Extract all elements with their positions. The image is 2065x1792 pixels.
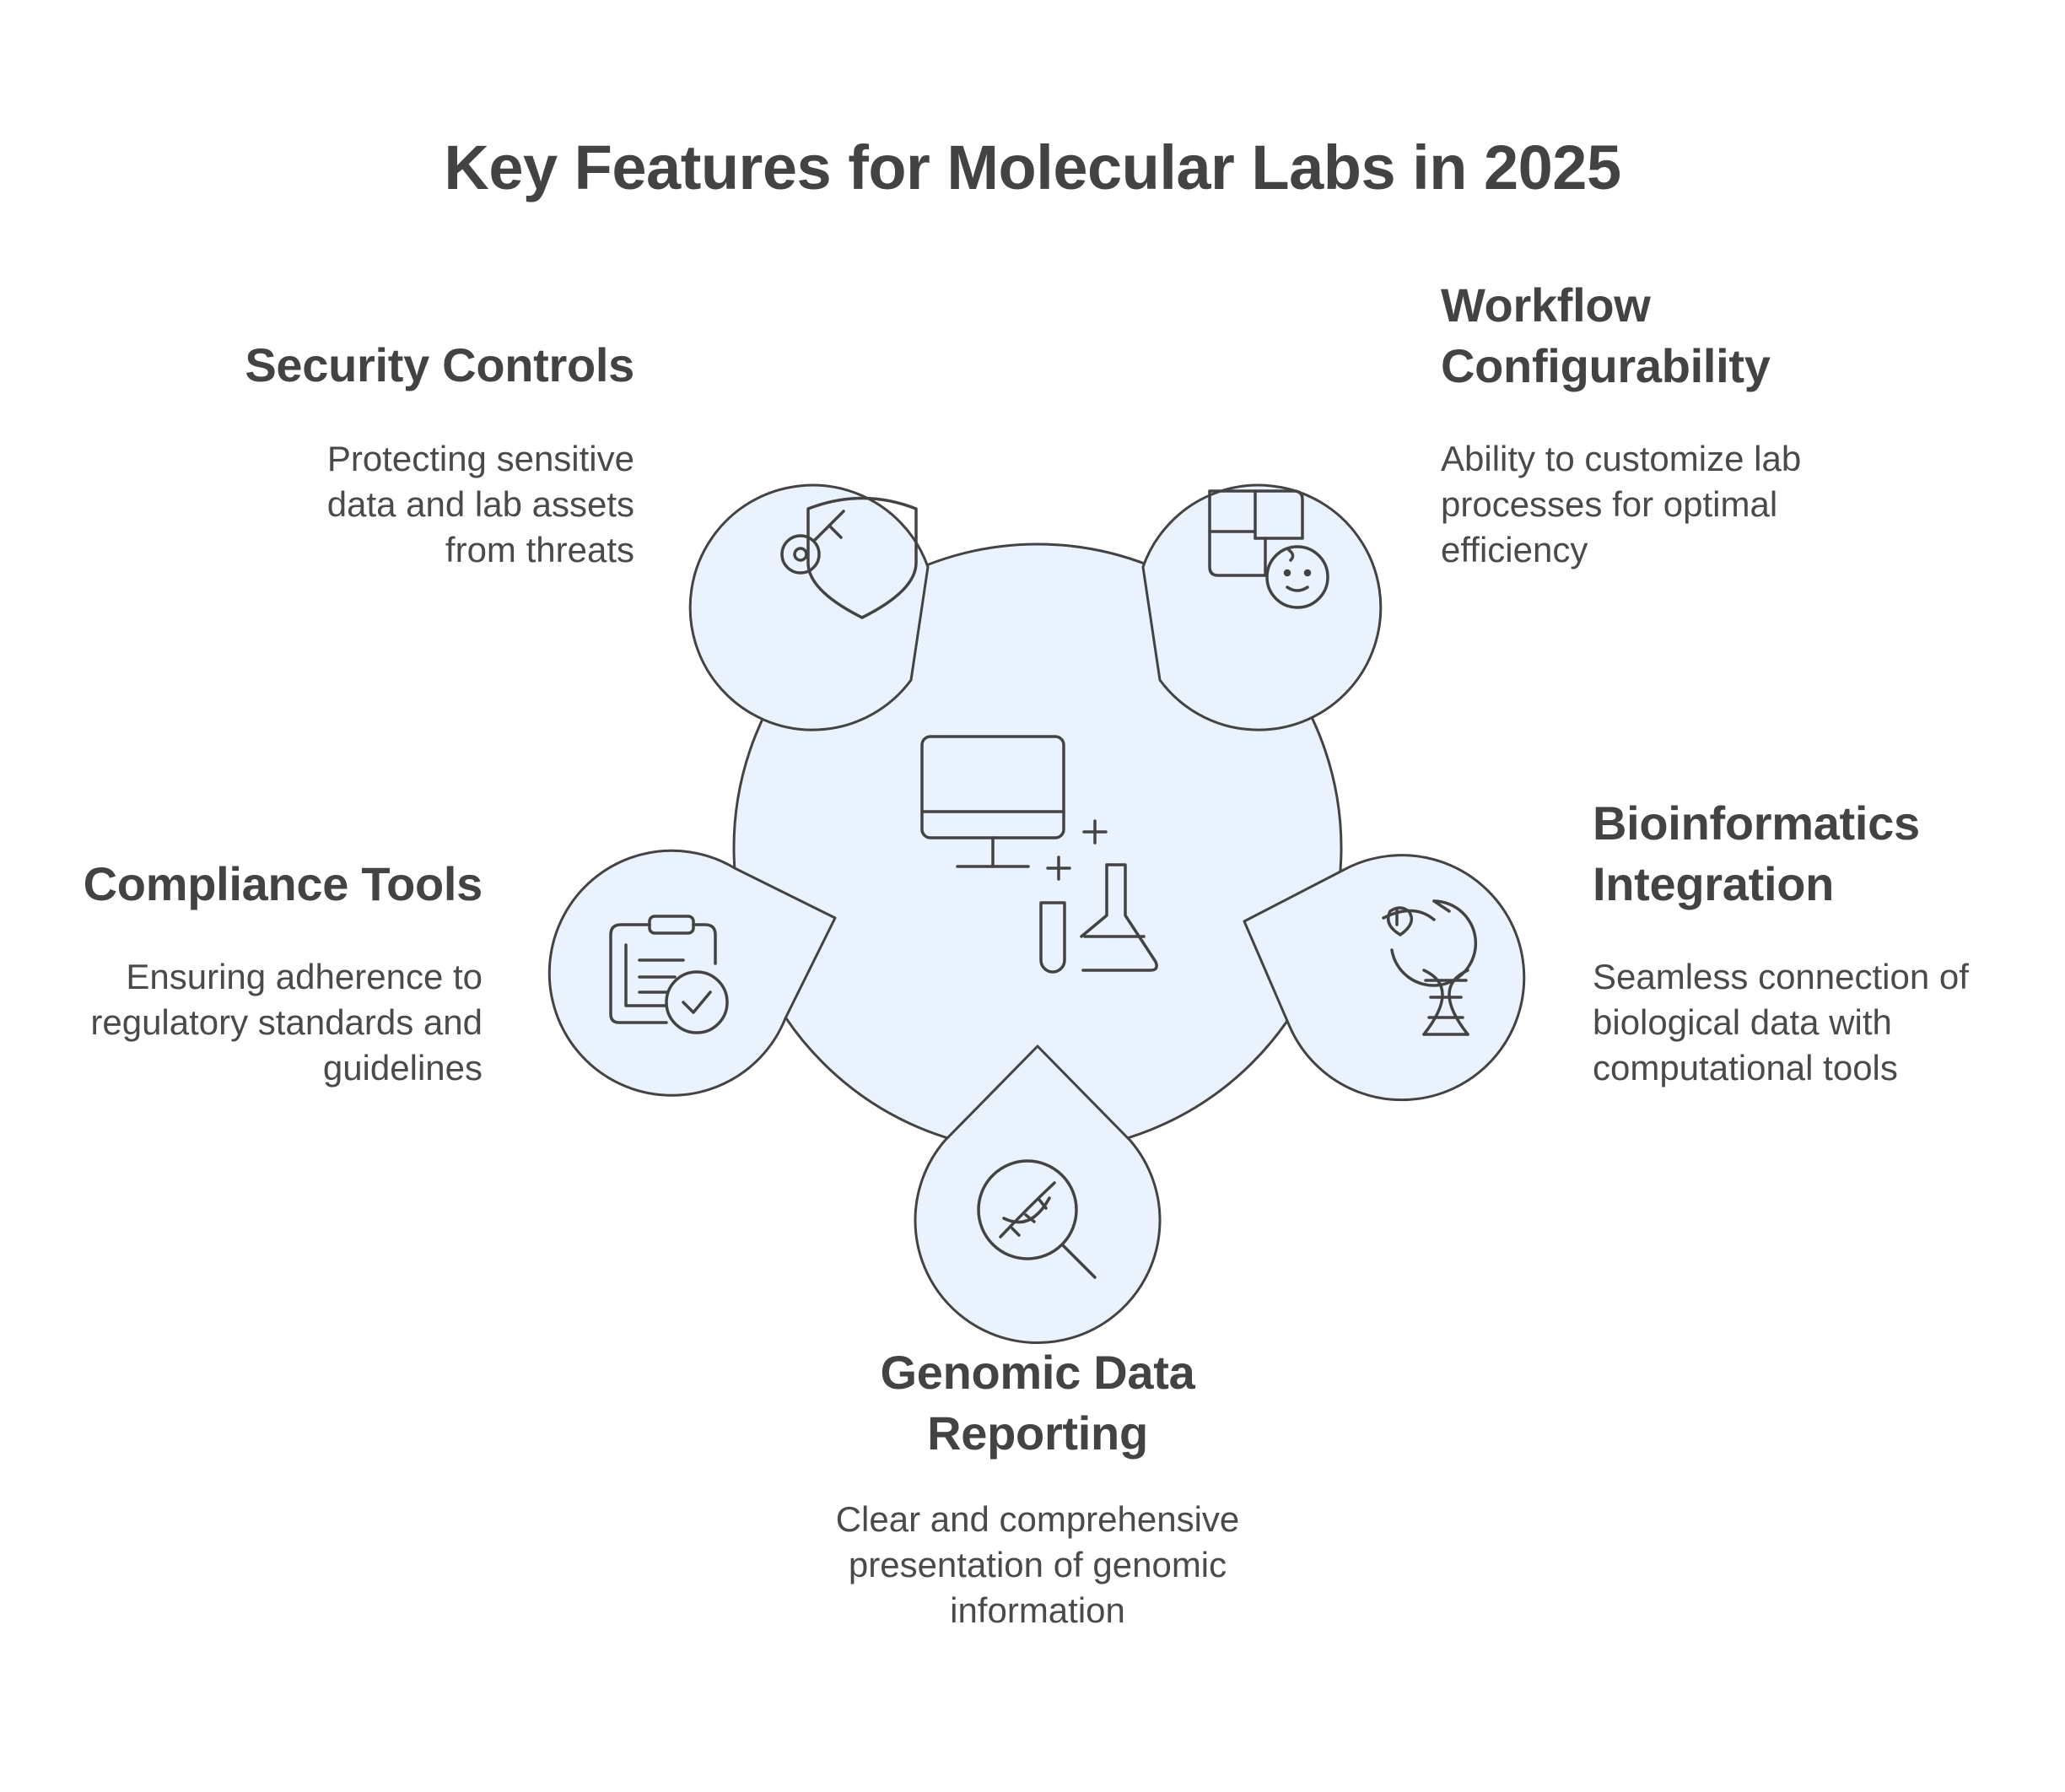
page-title: Key Features for Molecular Labs in 2025 xyxy=(444,132,1621,202)
computer-lab-flask-icon xyxy=(920,735,1158,974)
workflow-heading: Workflow Configurability xyxy=(1441,278,1771,392)
compliance-heading: Compliance Tools xyxy=(83,857,483,910)
puzzle-person-icon xyxy=(1208,489,1329,609)
security-heading: Security Controls xyxy=(245,338,634,391)
bioinformatics-heading: Bioinformatics Integration xyxy=(1593,796,1920,910)
clipboard-check-icon xyxy=(609,915,729,1034)
bioinformatics-node xyxy=(1243,854,1526,1102)
security-description: Protecting sensitive data and lab assets… xyxy=(326,439,634,569)
genomic-node xyxy=(914,1044,1162,1344)
shield-key-icon xyxy=(780,496,918,619)
dna-leaf-cycle-icon xyxy=(1382,899,1478,1036)
genomic-description: Clear and comprehensive presentation of … xyxy=(835,1499,1240,1630)
genomic-heading: Genomic Data Reporting xyxy=(880,1346,1195,1460)
workflow-description: Ability to customize lab processes for o… xyxy=(1441,439,1802,569)
compliance-description: Ensuring adherence to regulatory standar… xyxy=(90,957,483,1088)
dna-magnifier-icon xyxy=(977,1159,1097,1279)
workflow-node xyxy=(1141,483,1383,731)
bioinformatics-description: Seamless connection of biological data w… xyxy=(1593,957,1969,1088)
